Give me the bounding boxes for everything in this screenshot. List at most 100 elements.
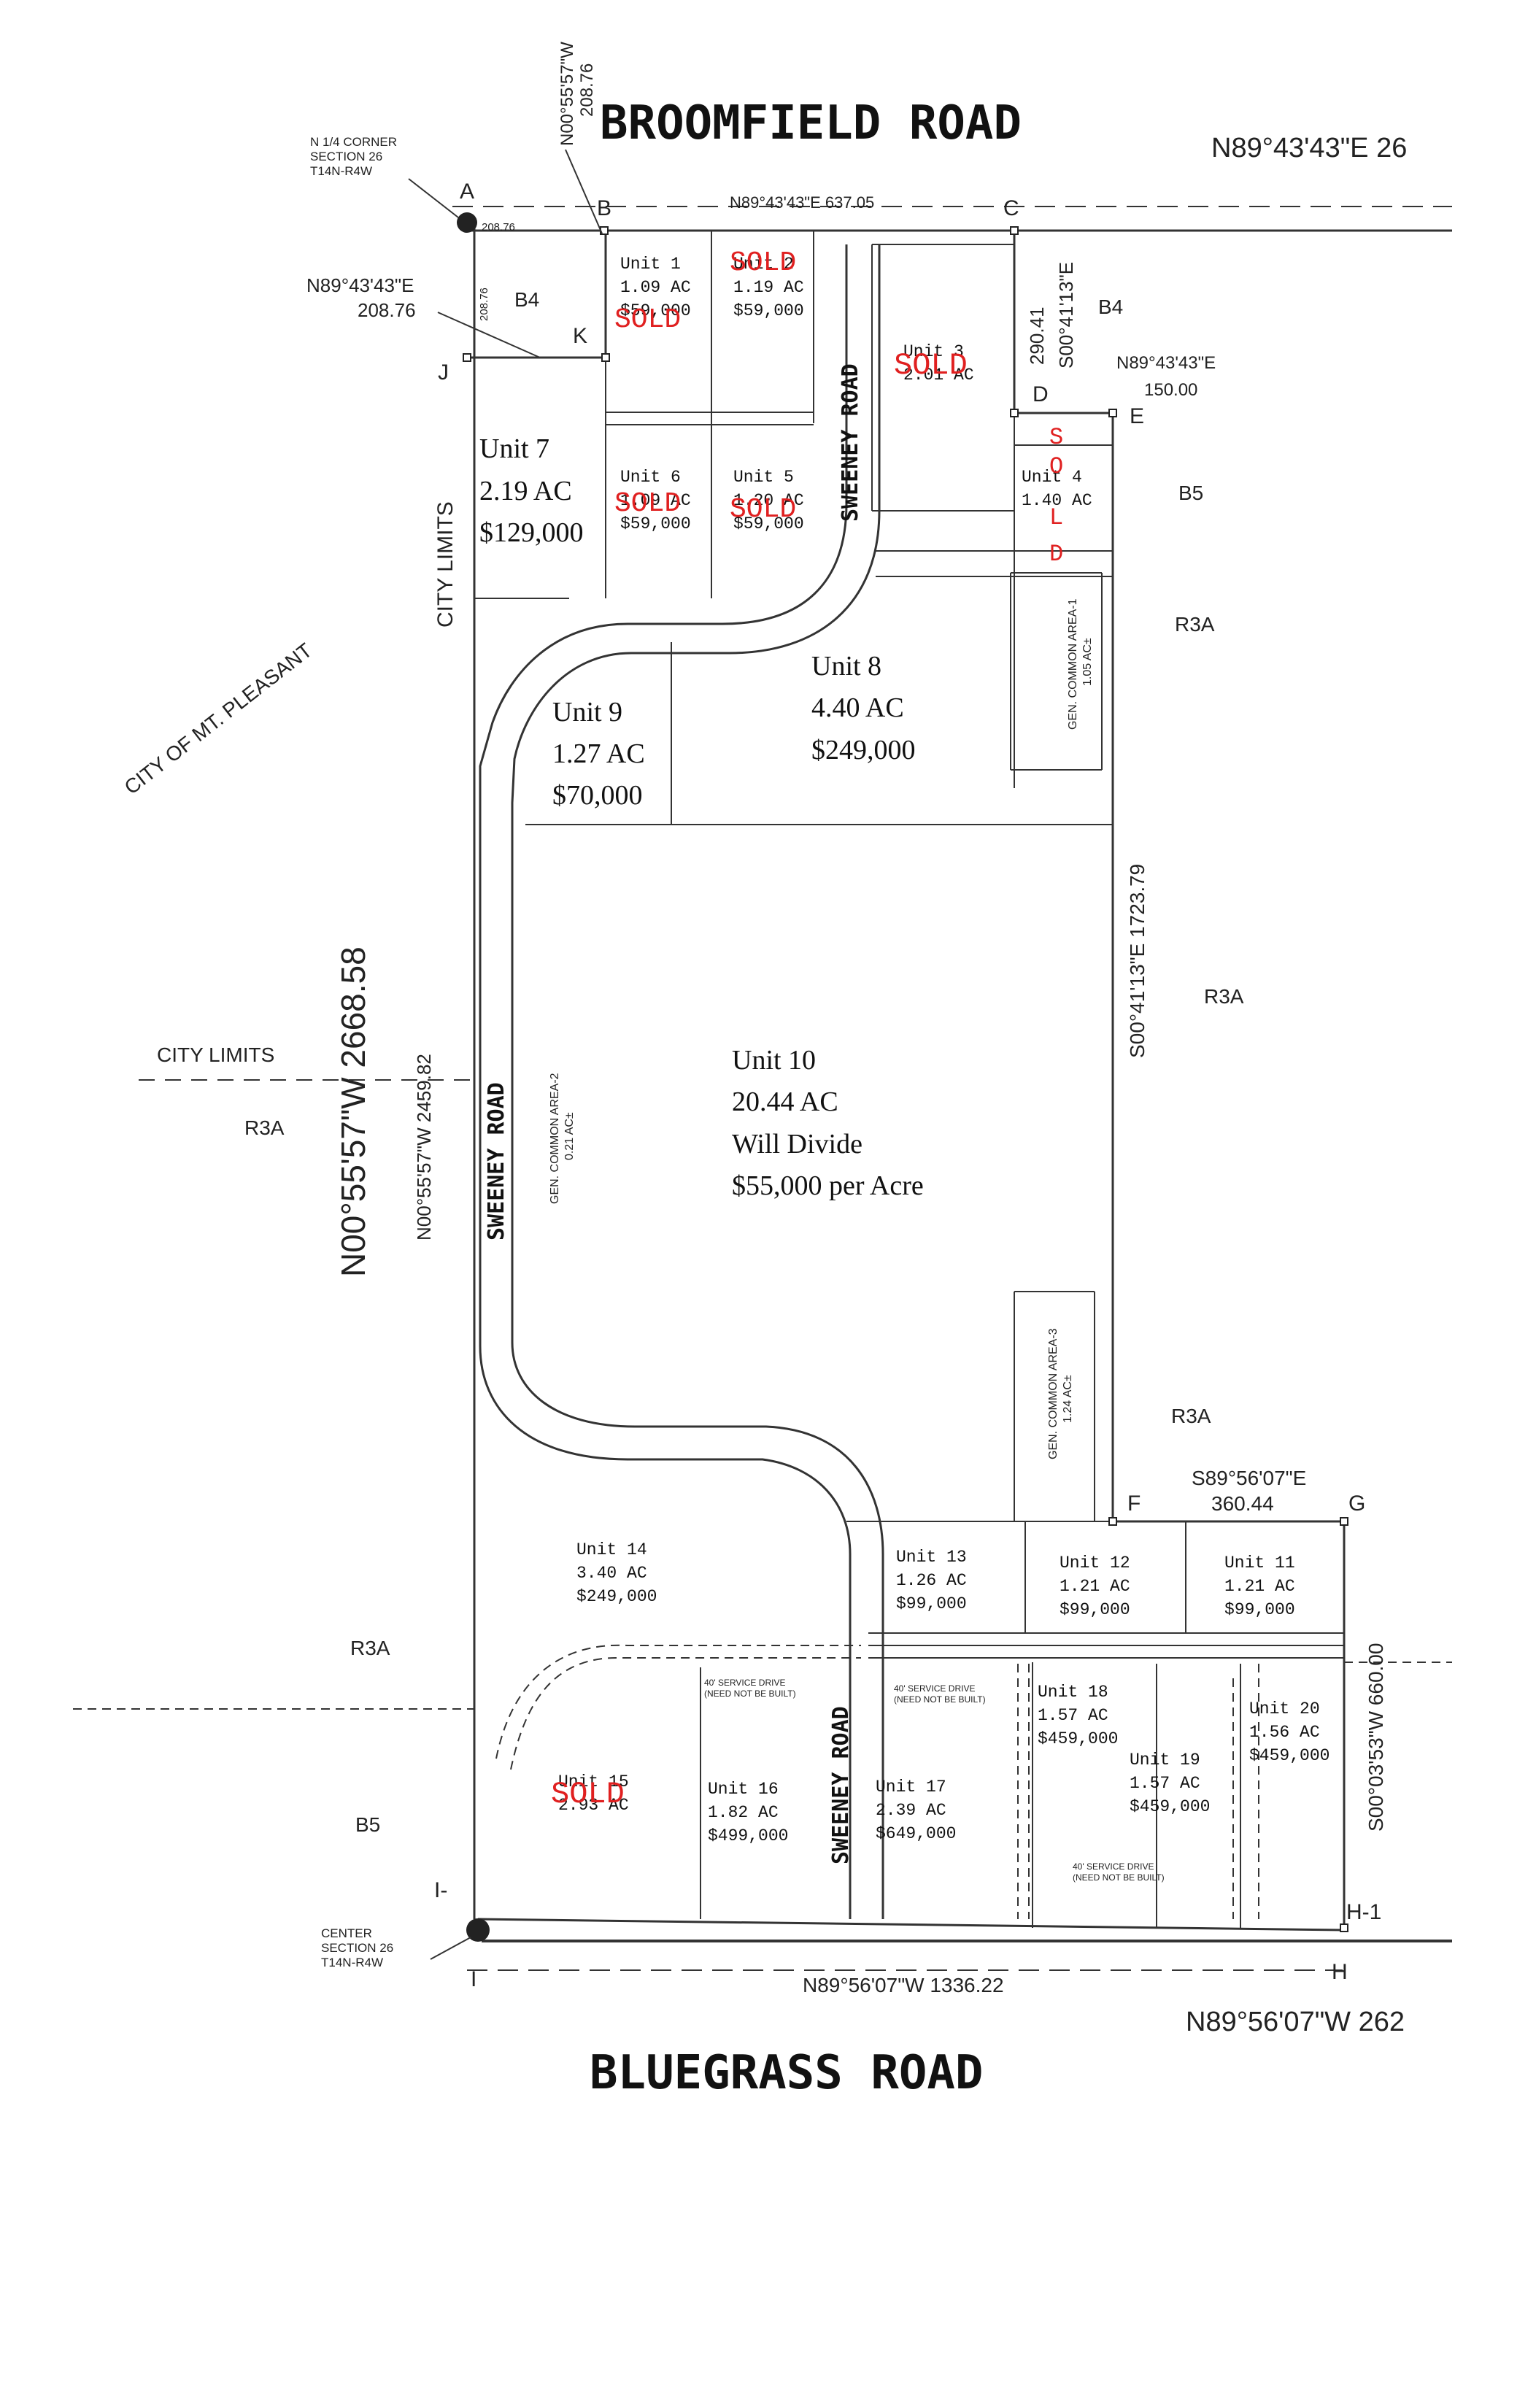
city-limits-vertical: CITY LIMITS <box>433 501 458 628</box>
svg-text:40' SERVICE DRIVE: 40' SERVICE DRIVE <box>1073 1861 1154 1872</box>
svg-text:Unit 11: Unit 11 <box>1224 1554 1295 1572</box>
svg-text:1.20 AC: 1.20 AC <box>733 491 804 510</box>
svg-text:(NEED NOT BE BUILT): (NEED NOT BE BUILT) <box>1073 1872 1165 1883</box>
svg-text:SECTION 26: SECTION 26 <box>310 150 382 163</box>
svg-text:Unit 20: Unit 20 <box>1249 1699 1320 1718</box>
svg-text:1.56 AC: 1.56 AC <box>1249 1723 1320 1742</box>
zone-r3a-east-1: R3A <box>1175 613 1215 636</box>
top-right-bearing: N89°43'43"E 26 <box>1211 133 1407 163</box>
svg-text:$499,000: $499,000 <box>708 1826 788 1845</box>
unit-18[interactable]: Unit 18 1.57 AC $459,000 <box>1038 1683 1118 1748</box>
unit-14[interactable]: Unit 14 3.40 AC $249,000 <box>576 1540 657 1606</box>
svg-text:N 1/4 CORNER: N 1/4 CORNER <box>310 135 397 149</box>
nw-leader <box>437 312 541 358</box>
east-south-bearing: S00°03'53"W 660.00 <box>1365 1643 1387 1832</box>
unit-11[interactable]: Unit 11 1.21 AC $99,000 <box>1224 1554 1295 1619</box>
unit-7[interactable]: Unit 7 2.19 AC $129,000 <box>479 433 584 548</box>
svg-text:0.21 AC±: 0.21 AC± <box>563 1112 576 1160</box>
svg-text:Unit 10: Unit 10 <box>732 1045 816 1076</box>
svg-text:Will Divide: Will Divide <box>732 1129 862 1159</box>
svg-text:$99,000: $99,000 <box>1224 1600 1295 1619</box>
unit-20[interactable]: Unit 20 1.56 AC $459,000 <box>1249 1699 1329 1765</box>
unit-4[interactable]: Unit 4 1.40 AC S O L D <box>1022 424 1092 568</box>
sweeney-road-label-south: SWEENEY ROAD <box>828 1706 854 1864</box>
svg-text:40' SERVICE DRIVE: 40' SERVICE DRIVE <box>704 1678 785 1688</box>
corner-h1-label: H-1 <box>1346 1900 1381 1924</box>
unit-8[interactable]: Unit 8 4.40 AC $249,000 <box>811 651 916 765</box>
svg-text:N00°55'57"W: N00°55'57"W <box>557 42 577 146</box>
unit-15[interactable]: Unit 15 2.93 AC SOLD <box>551 1772 629 1815</box>
unit-4-sold-vertical: S O L D <box>1049 424 1063 568</box>
svg-text:$99,000: $99,000 <box>1060 1600 1130 1619</box>
svg-text:1.57 AC: 1.57 AC <box>1130 1774 1200 1793</box>
unit-2-sold-badge: SOLD <box>730 247 796 279</box>
svg-text:3.40 AC: 3.40 AC <box>576 1564 647 1583</box>
fg-bearing: S89°56'07"E <box>1192 1467 1306 1489</box>
unit-3[interactable]: Unit 3 2.01 AC SOLD <box>894 342 974 385</box>
fg-distance: 360.44 <box>1211 1492 1274 1515</box>
sweeney-road-label-north: SWEENEY ROAD <box>838 363 863 522</box>
unit-5[interactable]: Unit 5 1.20 AC $59,000 SOLD <box>730 468 804 533</box>
nw-bearing: N89°43'43"E <box>306 274 414 296</box>
zone-r3a-west-2: R3A <box>350 1637 390 1659</box>
svg-text:1.09 AC: 1.09 AC <box>620 278 691 297</box>
zone-b5-west: B5 <box>355 1813 380 1836</box>
svg-text:Unit 7: Unit 7 <box>479 433 549 464</box>
svg-text:Unit 9: Unit 9 <box>552 697 622 728</box>
unit-12[interactable]: Unit 12 1.21 AC $99,000 <box>1060 1554 1130 1619</box>
unit-16[interactable]: Unit 16 1.82 AC $499,000 <box>708 1780 788 1845</box>
sweeney-road-path <box>479 244 884 1919</box>
svg-text:1.26 AC: 1.26 AC <box>896 1571 967 1590</box>
corner-b-label: B <box>597 196 611 220</box>
svg-text:GEN. COMMON AREA-2: GEN. COMMON AREA-2 <box>549 1073 561 1204</box>
svg-text:1.57 AC: 1.57 AC <box>1038 1706 1108 1725</box>
west-long-bearing: N00°55'57"W 2668.58 <box>334 946 372 1277</box>
unit-9[interactable]: Unit 9 1.27 AC $70,000 <box>552 697 645 811</box>
svg-text:Unit 16: Unit 16 <box>708 1780 779 1799</box>
top-line-bearing: N89°43'43"E 637.05 <box>730 193 874 212</box>
svg-text:T14N-R4W: T14N-R4W <box>310 164 372 178</box>
broomfield-road-title: BROOMFIELD ROAD <box>600 96 1022 150</box>
svg-text:$129,000: $129,000 <box>479 517 584 548</box>
svg-text:$459,000: $459,000 <box>1249 1746 1329 1765</box>
corner-e-label: E <box>1130 404 1144 428</box>
corner-d-label: D <box>1033 382 1049 406</box>
unit-13[interactable]: Unit 13 1.26 AC $99,000 <box>896 1548 967 1613</box>
svg-text:1.40 AC: 1.40 AC <box>1022 491 1092 510</box>
unit-2[interactable]: Unit 2 1.19 AC $59,000 SOLD <box>730 247 804 320</box>
quarter-corner-leader <box>408 178 459 218</box>
zone-r3a-east-3: R3A <box>1171 1405 1211 1427</box>
svg-text:Unit 12: Unit 12 <box>1060 1554 1130 1572</box>
common-area-3: GEN. COMMON AREA-3 1.24 AC± <box>1047 1328 1074 1459</box>
svg-text:Unit 2: Unit 2 <box>733 255 794 274</box>
svg-text:$459,000: $459,000 <box>1038 1729 1118 1748</box>
lot-lines <box>474 231 1344 1928</box>
center-section-leader <box>430 1937 471 1960</box>
bluegrass-road-title: BLUEGRASS ROAD <box>590 2046 983 2100</box>
zone-b5-east: B5 <box>1178 482 1203 504</box>
unit-10[interactable]: Unit 10 20.44 AC Will Divide $55,000 per… <box>732 1045 924 1201</box>
unit-1-sold-badge: SOLD <box>614 304 681 336</box>
svg-text:Unit 14: Unit 14 <box>576 1540 647 1559</box>
ab-distance: 208.76 <box>482 221 515 234</box>
svg-text:2.93 AC: 2.93 AC <box>558 1796 629 1815</box>
east-line-bearing: S00°41'13"E 1723.79 <box>1126 864 1149 1058</box>
corner-letters: A B C D E F G H H-1 I I- J K <box>434 180 1381 1991</box>
unit-1[interactable]: Unit 1 1.09 AC $59,000 SOLD <box>614 255 691 336</box>
corner-i-label: I <box>471 1967 476 1991</box>
svg-text:Unit 3: Unit 3 <box>903 342 964 361</box>
svg-text:$249,000: $249,000 <box>811 735 916 765</box>
svg-text:CENTER: CENTER <box>321 1926 372 1940</box>
svg-text:1.09 AC: 1.09 AC <box>620 491 691 510</box>
svg-text:$459,000: $459,000 <box>1130 1797 1210 1816</box>
unit-6[interactable]: Unit 6 1.09 AC $59,000 SOLD <box>614 468 691 533</box>
service-drive-note-2: 40' SERVICE DRIVE (NEED NOT BE BUILT) <box>894 1683 986 1705</box>
unit-17[interactable]: Unit 17 2.39 AC $649,000 <box>876 1778 956 1843</box>
svg-text:Unit 13: Unit 13 <box>896 1548 967 1567</box>
corner-j-label: J <box>438 360 449 385</box>
unit-19[interactable]: Unit 19 1.57 AC $459,000 <box>1130 1751 1210 1816</box>
unit-3-sold-badge: SOLD <box>894 348 968 383</box>
svg-text:40' SERVICE DRIVE: 40' SERVICE DRIVE <box>894 1683 975 1694</box>
top-vertical-call: N00°55'57"W 208.76 <box>557 42 597 146</box>
svg-text:Unit 6: Unit 6 <box>620 468 681 487</box>
